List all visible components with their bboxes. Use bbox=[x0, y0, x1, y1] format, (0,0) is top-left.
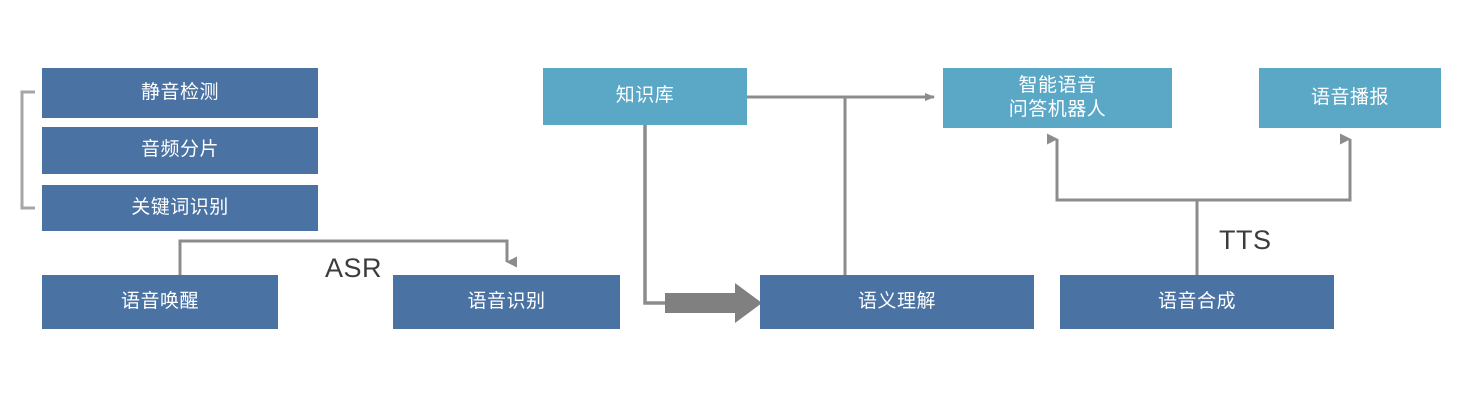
node-knowledge-base-label: 知识库 bbox=[615, 85, 675, 107]
connector-synthesis-to-qa-robot bbox=[1047, 133, 1199, 275]
node-semantic-understanding-label: 语义理解 bbox=[857, 290, 936, 312]
edge-label-asr: ASR bbox=[325, 253, 383, 283]
edge-label-tts: TTS bbox=[1219, 225, 1272, 255]
node-qa-robot-label: 智能语音 问答机器人 bbox=[1008, 74, 1107, 120]
node-speech-synthesis-label: 语音合成 bbox=[1157, 290, 1236, 312]
node-audio-segmentation[interactable]: 音频分片 bbox=[42, 127, 318, 174]
node-audio-segmentation-label: 音频分片 bbox=[140, 139, 219, 161]
node-speech-recognition-label: 语音识别 bbox=[467, 290, 546, 312]
node-voice-wakeup-label: 语音唤醒 bbox=[120, 290, 199, 312]
node-voice-wakeup[interactable]: 语音唤醒 bbox=[42, 275, 278, 329]
node-keyword-spotting[interactable]: 关键词识别 bbox=[42, 185, 318, 231]
node-knowledge-base[interactable]: 知识库 bbox=[543, 68, 747, 125]
node-semantic-understanding[interactable]: 语义理解 bbox=[760, 275, 1034, 329]
node-speech-recognition[interactable]: 语音识别 bbox=[393, 275, 620, 329]
connector-kb-down-to-block-arrow bbox=[643, 125, 672, 305]
node-voice-broadcast[interactable]: 语音播报 bbox=[1259, 68, 1441, 128]
node-voice-broadcast-label: 语音播报 bbox=[1310, 86, 1389, 108]
node-keyword-spotting-label: 关键词识别 bbox=[131, 196, 229, 218]
node-qa-robot[interactable]: 智能语音 问答机器人 bbox=[943, 68, 1172, 128]
node-silence-detection-label: 静音检测 bbox=[140, 81, 219, 103]
node-speech-synthesis[interactable]: 语音合成 bbox=[1060, 275, 1334, 329]
node-silence-detection[interactable]: 静音检测 bbox=[42, 68, 318, 118]
connector-group-bracket bbox=[20, 90, 35, 210]
connector-synthesis-to-broadcast bbox=[1197, 133, 1352, 202]
connector-block-arrow-recognition-to-semantic bbox=[665, 283, 762, 323]
